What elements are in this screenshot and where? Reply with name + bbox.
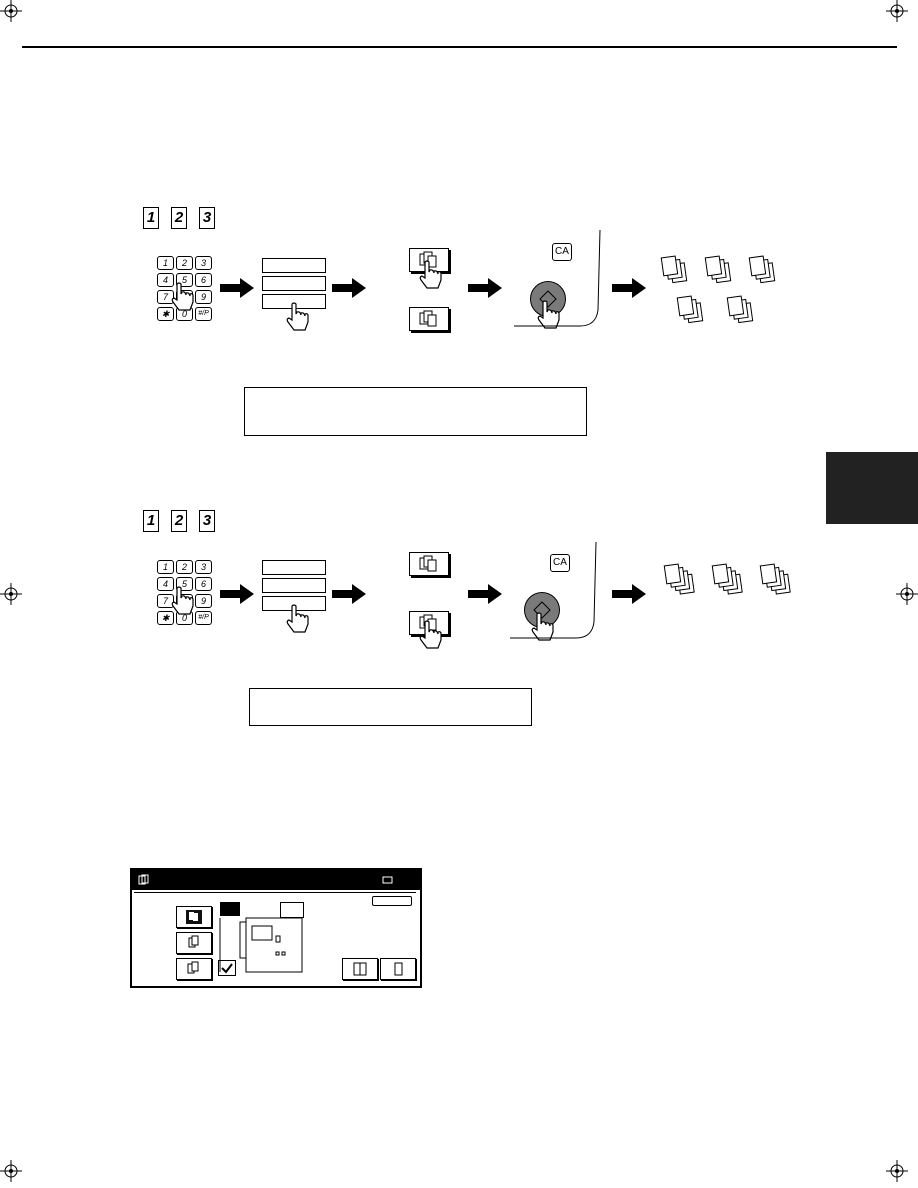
ok-button[interactable] xyxy=(372,896,412,906)
key-6[interactable]: 6 xyxy=(195,273,212,287)
crop-mark-top-left xyxy=(0,0,22,22)
clear-all-button[interactable]: CA xyxy=(550,554,570,572)
order-digit: 2 xyxy=(171,510,187,532)
sort-icon xyxy=(186,910,202,924)
confirm-checkbox[interactable] xyxy=(218,960,236,976)
output-icon xyxy=(138,874,149,885)
key-7[interactable]: 7 xyxy=(157,594,174,608)
menu-button[interactable] xyxy=(262,276,326,291)
arrow-right-icon xyxy=(468,584,502,604)
key-2[interactable]: 2 xyxy=(176,560,193,574)
crop-mark-mid-left xyxy=(0,583,22,605)
order-digit: 1 xyxy=(143,510,159,532)
header-rule xyxy=(22,46,897,48)
crop-mark-bottom-left xyxy=(0,1160,22,1182)
key-5[interactable]: 5 xyxy=(176,577,193,591)
key-1[interactable]: 1 xyxy=(157,256,174,270)
grouped-output-sets-illustration xyxy=(663,563,791,595)
key-program[interactable]: #/P xyxy=(195,611,212,625)
crop-mark-bottom-right xyxy=(886,1160,908,1182)
key-star[interactable]: ✱ xyxy=(157,611,174,625)
arrow-right-icon xyxy=(612,584,646,604)
sort-icon xyxy=(419,555,437,572)
key-7[interactable]: 7 xyxy=(157,290,174,304)
status-icon xyxy=(382,876,393,884)
section2-note-box xyxy=(249,688,532,726)
key-6[interactable]: 6 xyxy=(195,577,212,591)
key-1[interactable]: 1 xyxy=(157,560,174,574)
output-tray-top-button[interactable] xyxy=(220,902,240,916)
book-icon xyxy=(353,962,367,976)
arrow-right-icon xyxy=(332,584,366,604)
key-4[interactable]: 4 xyxy=(157,577,174,591)
arrow-right-icon xyxy=(220,278,254,298)
order-digit: 3 xyxy=(199,207,215,229)
key-2[interactable]: 2 xyxy=(176,256,193,270)
menu-button[interactable] xyxy=(262,560,326,575)
screen-title-bar xyxy=(132,870,420,890)
start-icon xyxy=(539,290,557,308)
clear-all-button[interactable]: CA xyxy=(552,243,572,261)
key-3[interactable]: 3 xyxy=(195,560,212,574)
sort-mode-button[interactable] xyxy=(409,552,449,576)
arrow-right-icon xyxy=(220,584,254,604)
pointing-hand-icon xyxy=(531,612,554,641)
staple-sort-icon xyxy=(187,961,199,974)
machine-illustration xyxy=(219,917,303,973)
group-icon xyxy=(188,935,199,948)
sorted-output-sets-illustration xyxy=(660,255,776,324)
crop-mark-mid-right xyxy=(896,583,918,605)
key-5[interactable]: 5 xyxy=(176,273,193,287)
arrow-right-icon xyxy=(468,278,502,298)
pointing-hand-icon xyxy=(286,604,309,633)
panel-edge-line xyxy=(514,230,601,327)
pointing-hand-icon xyxy=(286,302,309,331)
sort-option-button[interactable] xyxy=(176,906,212,928)
order-digit: 2 xyxy=(171,207,187,229)
pointing-hand-icon xyxy=(419,620,442,649)
group-option-button[interactable] xyxy=(176,932,212,954)
menu-button[interactable] xyxy=(262,258,326,273)
screen-divider xyxy=(134,892,416,893)
key-4[interactable]: 4 xyxy=(157,273,174,287)
pointing-hand-icon xyxy=(171,282,194,311)
key-3[interactable]: 3 xyxy=(195,256,212,270)
book-output-button[interactable] xyxy=(342,958,378,980)
group-mode-button[interactable] xyxy=(409,307,449,331)
single-output-button[interactable] xyxy=(380,958,416,980)
key-program[interactable]: #/P xyxy=(195,307,212,321)
key-9[interactable]: 9 xyxy=(195,290,212,304)
order-digit: 1 xyxy=(143,207,159,229)
pointing-hand-icon xyxy=(419,260,442,289)
staple-sort-option-button[interactable] xyxy=(176,958,212,980)
order-digit: 3 xyxy=(199,510,215,532)
page-icon xyxy=(394,962,403,976)
key-star[interactable]: ✱ xyxy=(157,307,174,321)
key-9[interactable]: 9 xyxy=(195,594,212,608)
panel-edge-line xyxy=(510,542,597,639)
start-icon xyxy=(533,601,551,619)
crop-mark-top-right xyxy=(886,0,908,22)
menu-button[interactable] xyxy=(262,578,326,593)
section1-note-box xyxy=(244,387,587,436)
pointing-hand-icon xyxy=(537,300,560,329)
pointing-hand-icon xyxy=(171,586,194,615)
group-icon xyxy=(419,310,437,327)
checkmark-icon xyxy=(221,963,233,974)
arrow-right-icon xyxy=(612,278,646,298)
touch-panel-screen xyxy=(130,868,422,988)
arrow-right-icon xyxy=(332,278,366,298)
chapter-side-tab xyxy=(826,452,918,524)
